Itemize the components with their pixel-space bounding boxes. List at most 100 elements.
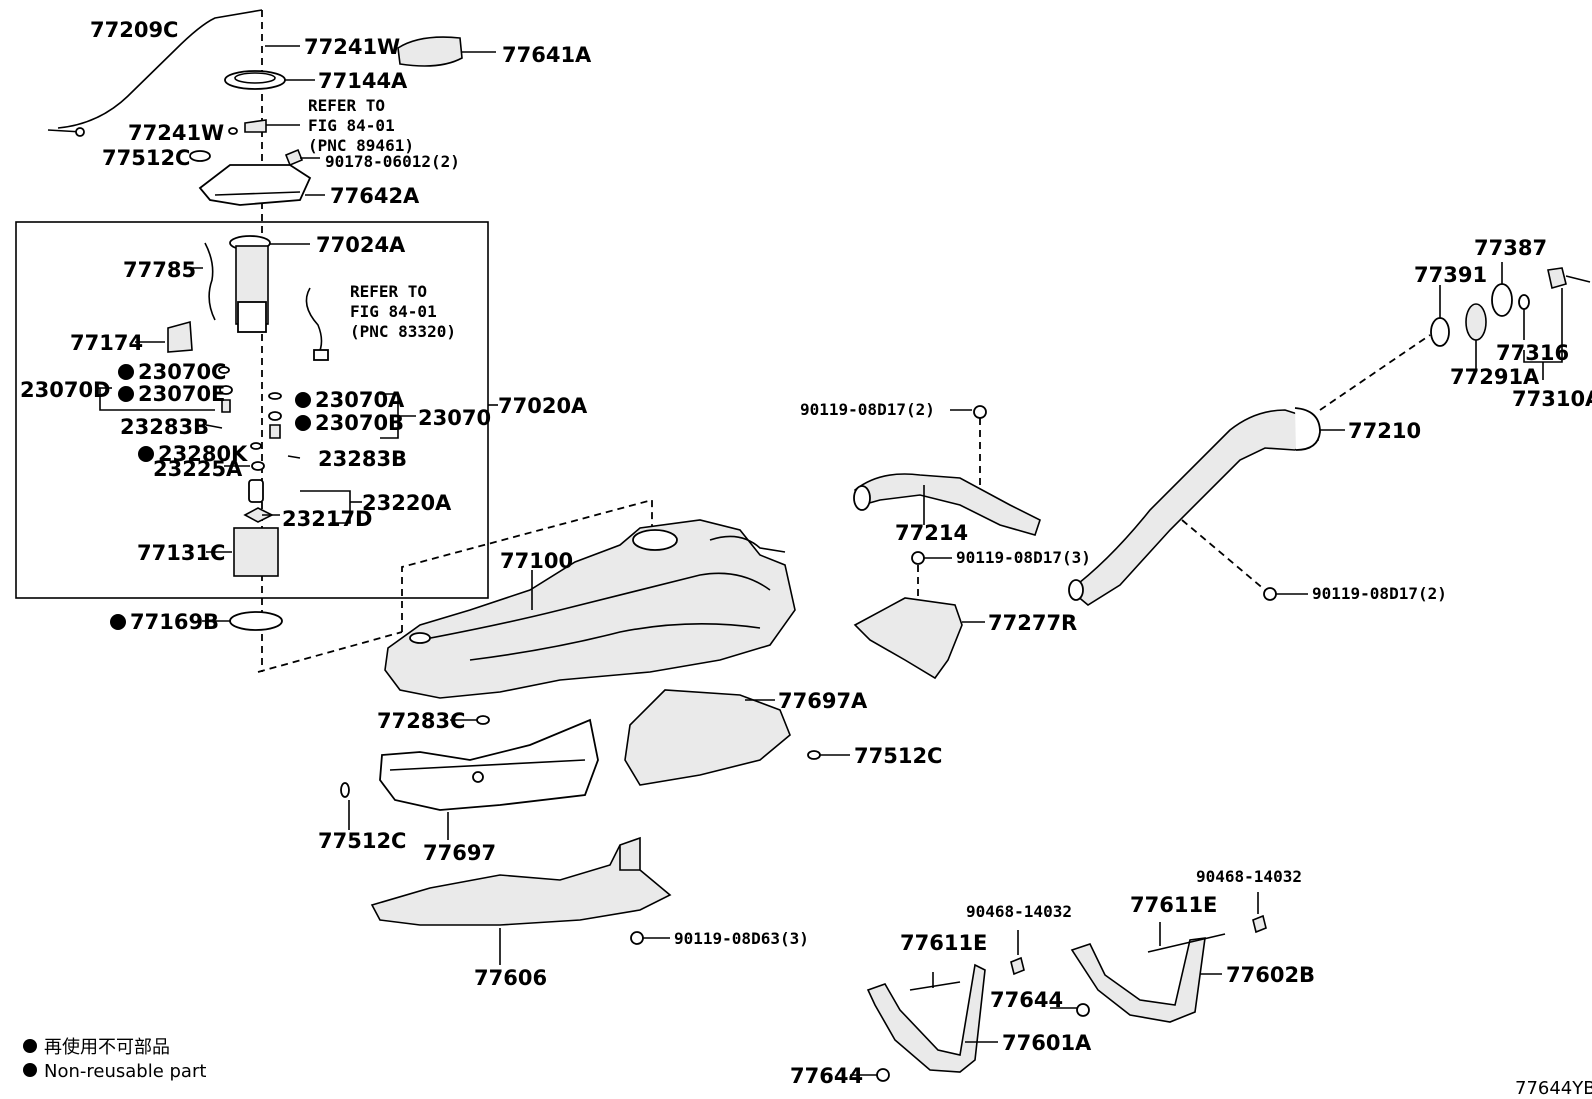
bracket-77277R	[853, 597, 963, 680]
gasket-77387	[1491, 283, 1513, 317]
valve-23070	[269, 424, 281, 439]
cap-body	[1547, 267, 1567, 290]
nonreusable-mark-77169B	[110, 614, 126, 630]
protector-77697A	[624, 689, 791, 786]
gasket-77391	[1430, 317, 1450, 347]
label-77644-a: 77644	[990, 988, 1063, 1012]
bolt-90119-08D17-c	[1263, 587, 1277, 601]
label-23070D: 23070D	[20, 378, 111, 402]
harness-77785	[204, 242, 216, 321]
label-77606: 77606	[474, 966, 547, 990]
label-23220A: 23220A	[362, 491, 452, 515]
label-77512C-c: 77512C	[854, 744, 942, 768]
band-77601A	[866, 963, 986, 1073]
bolt-90119-08D17-b	[911, 551, 925, 565]
sender-gauge-plug	[313, 349, 329, 361]
seal-23280K	[250, 442, 262, 450]
oring-23070A	[268, 392, 282, 400]
label-90178: 90178-06012(2)	[325, 152, 460, 171]
label-77611E-b: 77611E	[1130, 893, 1217, 917]
gasket-77512C-c	[807, 750, 821, 760]
label-77144A: 77144A	[318, 69, 408, 93]
label-77512C-b: 77512C	[318, 829, 406, 853]
bolt-77644-a	[1076, 1003, 1090, 1017]
filler-pipe-77210	[1068, 409, 1320, 606]
retainer-77642A	[198, 164, 312, 206]
suction-filter-77131C	[233, 527, 279, 577]
clip-90468-a	[1010, 956, 1025, 976]
label-77283C: 77283C	[377, 709, 465, 733]
bolt-90119-08D17-a	[973, 405, 987, 419]
cover-77641A	[397, 36, 463, 67]
clip-23283B-b	[287, 455, 301, 459]
label-refer1-b: FIG 84-01	[308, 116, 395, 135]
label-23225A: 23225A	[153, 457, 243, 481]
label-77241W-a: 77241W	[304, 35, 400, 59]
oring-23070E	[219, 385, 233, 395]
gasket-77512C	[189, 150, 211, 162]
label-77241W-b: 77241W	[128, 121, 224, 145]
label-77291A: 77291A	[1450, 365, 1540, 389]
tank-fitting	[409, 632, 431, 644]
label-77602B: 77602B	[1226, 963, 1315, 987]
gasket-77512C-b	[340, 782, 350, 798]
valve-23070D	[221, 399, 231, 413]
clip-90468-b	[1252, 914, 1267, 934]
label-77316: 77316	[1496, 341, 1569, 365]
label-77310A: 77310A	[1512, 387, 1592, 411]
label-77131C: 77131C	[137, 541, 225, 565]
oring-23070C	[218, 366, 230, 374]
legend-jp: 再使用不可部品	[44, 1037, 170, 1058]
retainer-77642A-edge	[214, 191, 301, 196]
ring-77316	[1518, 294, 1530, 310]
rod-77611E-a	[909, 981, 961, 991]
cap-axis	[1319, 334, 1431, 411]
label-77209C: 77209C	[90, 18, 178, 42]
label-23070A: 23070A	[315, 388, 405, 412]
pump-lower-77024A	[237, 301, 267, 333]
sender-gauge-wire	[305, 287, 323, 356]
label-23283B-b: 23283B	[318, 447, 407, 471]
bracket-23220A	[300, 490, 351, 524]
label-77601A: 77601A	[1002, 1031, 1092, 1055]
gasket-77169B	[229, 611, 283, 631]
legend-bullet-jp	[23, 1039, 37, 1053]
label-refer2-a: REFER TO	[350, 282, 427, 301]
cap-tether	[1565, 275, 1591, 283]
label-77020A: 77020A	[498, 394, 588, 418]
label-23217D: 23217D	[282, 507, 373, 531]
label-90119-08D17-a: 90119-08D17(2)	[800, 400, 935, 419]
wire-77209C	[57, 9, 263, 129]
label-23070E: 23070E	[138, 382, 225, 406]
label-77644-b: 77644	[790, 1064, 863, 1088]
nonreusable-mark-23070C	[118, 364, 134, 380]
label-23070: 23070	[418, 406, 491, 430]
label-77214: 77214	[895, 521, 968, 545]
label-77277R: 77277R	[988, 611, 1077, 635]
rod-77611E-b	[1147, 933, 1226, 953]
fuel-tank-77100	[384, 519, 796, 699]
label-90119-08D63: 90119-08D63(3)	[674, 929, 809, 948]
ring-77144A-inner	[234, 72, 276, 84]
label-77512C-a: 77512C	[102, 146, 190, 170]
nut-90178	[284, 148, 304, 167]
nonreusable-mark-23070E	[118, 386, 134, 402]
protector-77606-bracket	[619, 845, 640, 871]
bracket-77174	[167, 320, 193, 353]
connector-77209C	[75, 127, 85, 137]
label-23283B-a: 23283B	[120, 415, 209, 439]
legend-en: Non-reusable part	[44, 1061, 206, 1082]
legend-bullet-en	[23, 1063, 37, 1077]
clip-77241W	[228, 127, 238, 135]
label-77169B: 77169B	[130, 610, 219, 634]
band-77602B	[1070, 937, 1206, 1023]
hose-77214-end	[853, 485, 871, 511]
clip-23283B-a	[205, 424, 223, 429]
label-77642A: 77642A	[330, 184, 420, 208]
bolt-77644-b	[876, 1068, 890, 1082]
label-77100: 77100	[500, 549, 573, 573]
filter-23220A	[248, 479, 264, 503]
label-90119-08D17-c: 90119-08D17(2)	[1312, 584, 1447, 603]
tank-pump-opening	[632, 529, 678, 551]
label-90468-a: 90468-14032	[966, 902, 1072, 921]
